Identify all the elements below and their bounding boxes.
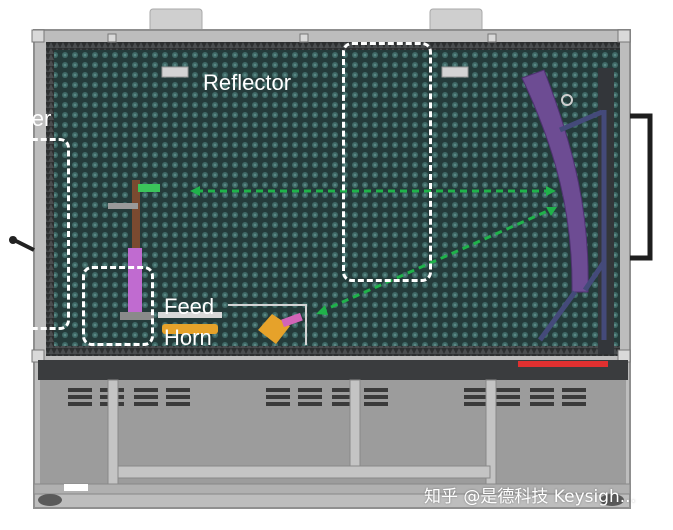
wall-plaque-left	[161, 66, 189, 78]
floor-red-bar	[518, 361, 608, 367]
beam-arrow-top	[546, 207, 557, 216]
source-arm	[108, 203, 138, 209]
door-handle	[630, 113, 653, 261]
yellow-fixture	[162, 324, 218, 334]
cabinet-top-rail	[38, 360, 628, 380]
base-label	[64, 484, 88, 491]
feed-horn-base	[120, 312, 154, 320]
feed-horn-label-line2: Horn	[164, 325, 212, 350]
beam-arrow-right	[546, 186, 556, 196]
corner-label: orner	[0, 106, 52, 131]
absorber-rim-left	[46, 42, 54, 356]
watermark: 知乎 @是德科技 Keysigh...	[424, 487, 636, 507]
reflector-label: Reflector	[203, 70, 292, 95]
frame-brackets	[31, 29, 631, 363]
caster-wheels	[38, 494, 624, 506]
corner-outline	[0, 138, 70, 330]
feed-horn	[128, 248, 142, 312]
beam-arrow-left	[190, 186, 200, 196]
absorber-rim-top	[46, 42, 620, 50]
feed-horn-outline	[82, 266, 154, 346]
feed-horn-label-line1: Feed	[164, 294, 215, 319]
cabinet-posts	[107, 379, 497, 489]
wall-plaque-right	[441, 66, 469, 78]
absorber-rim-bottom	[46, 346, 620, 356]
probe-head	[281, 312, 303, 328]
beam-lines	[196, 189, 553, 314]
reflector-mount	[537, 109, 607, 342]
source-head	[138, 184, 160, 192]
cabinet-base	[33, 483, 631, 495]
beam-arrow-bottom	[316, 305, 328, 315]
quiet-zone-outline	[342, 42, 432, 282]
source-post	[132, 180, 140, 310]
